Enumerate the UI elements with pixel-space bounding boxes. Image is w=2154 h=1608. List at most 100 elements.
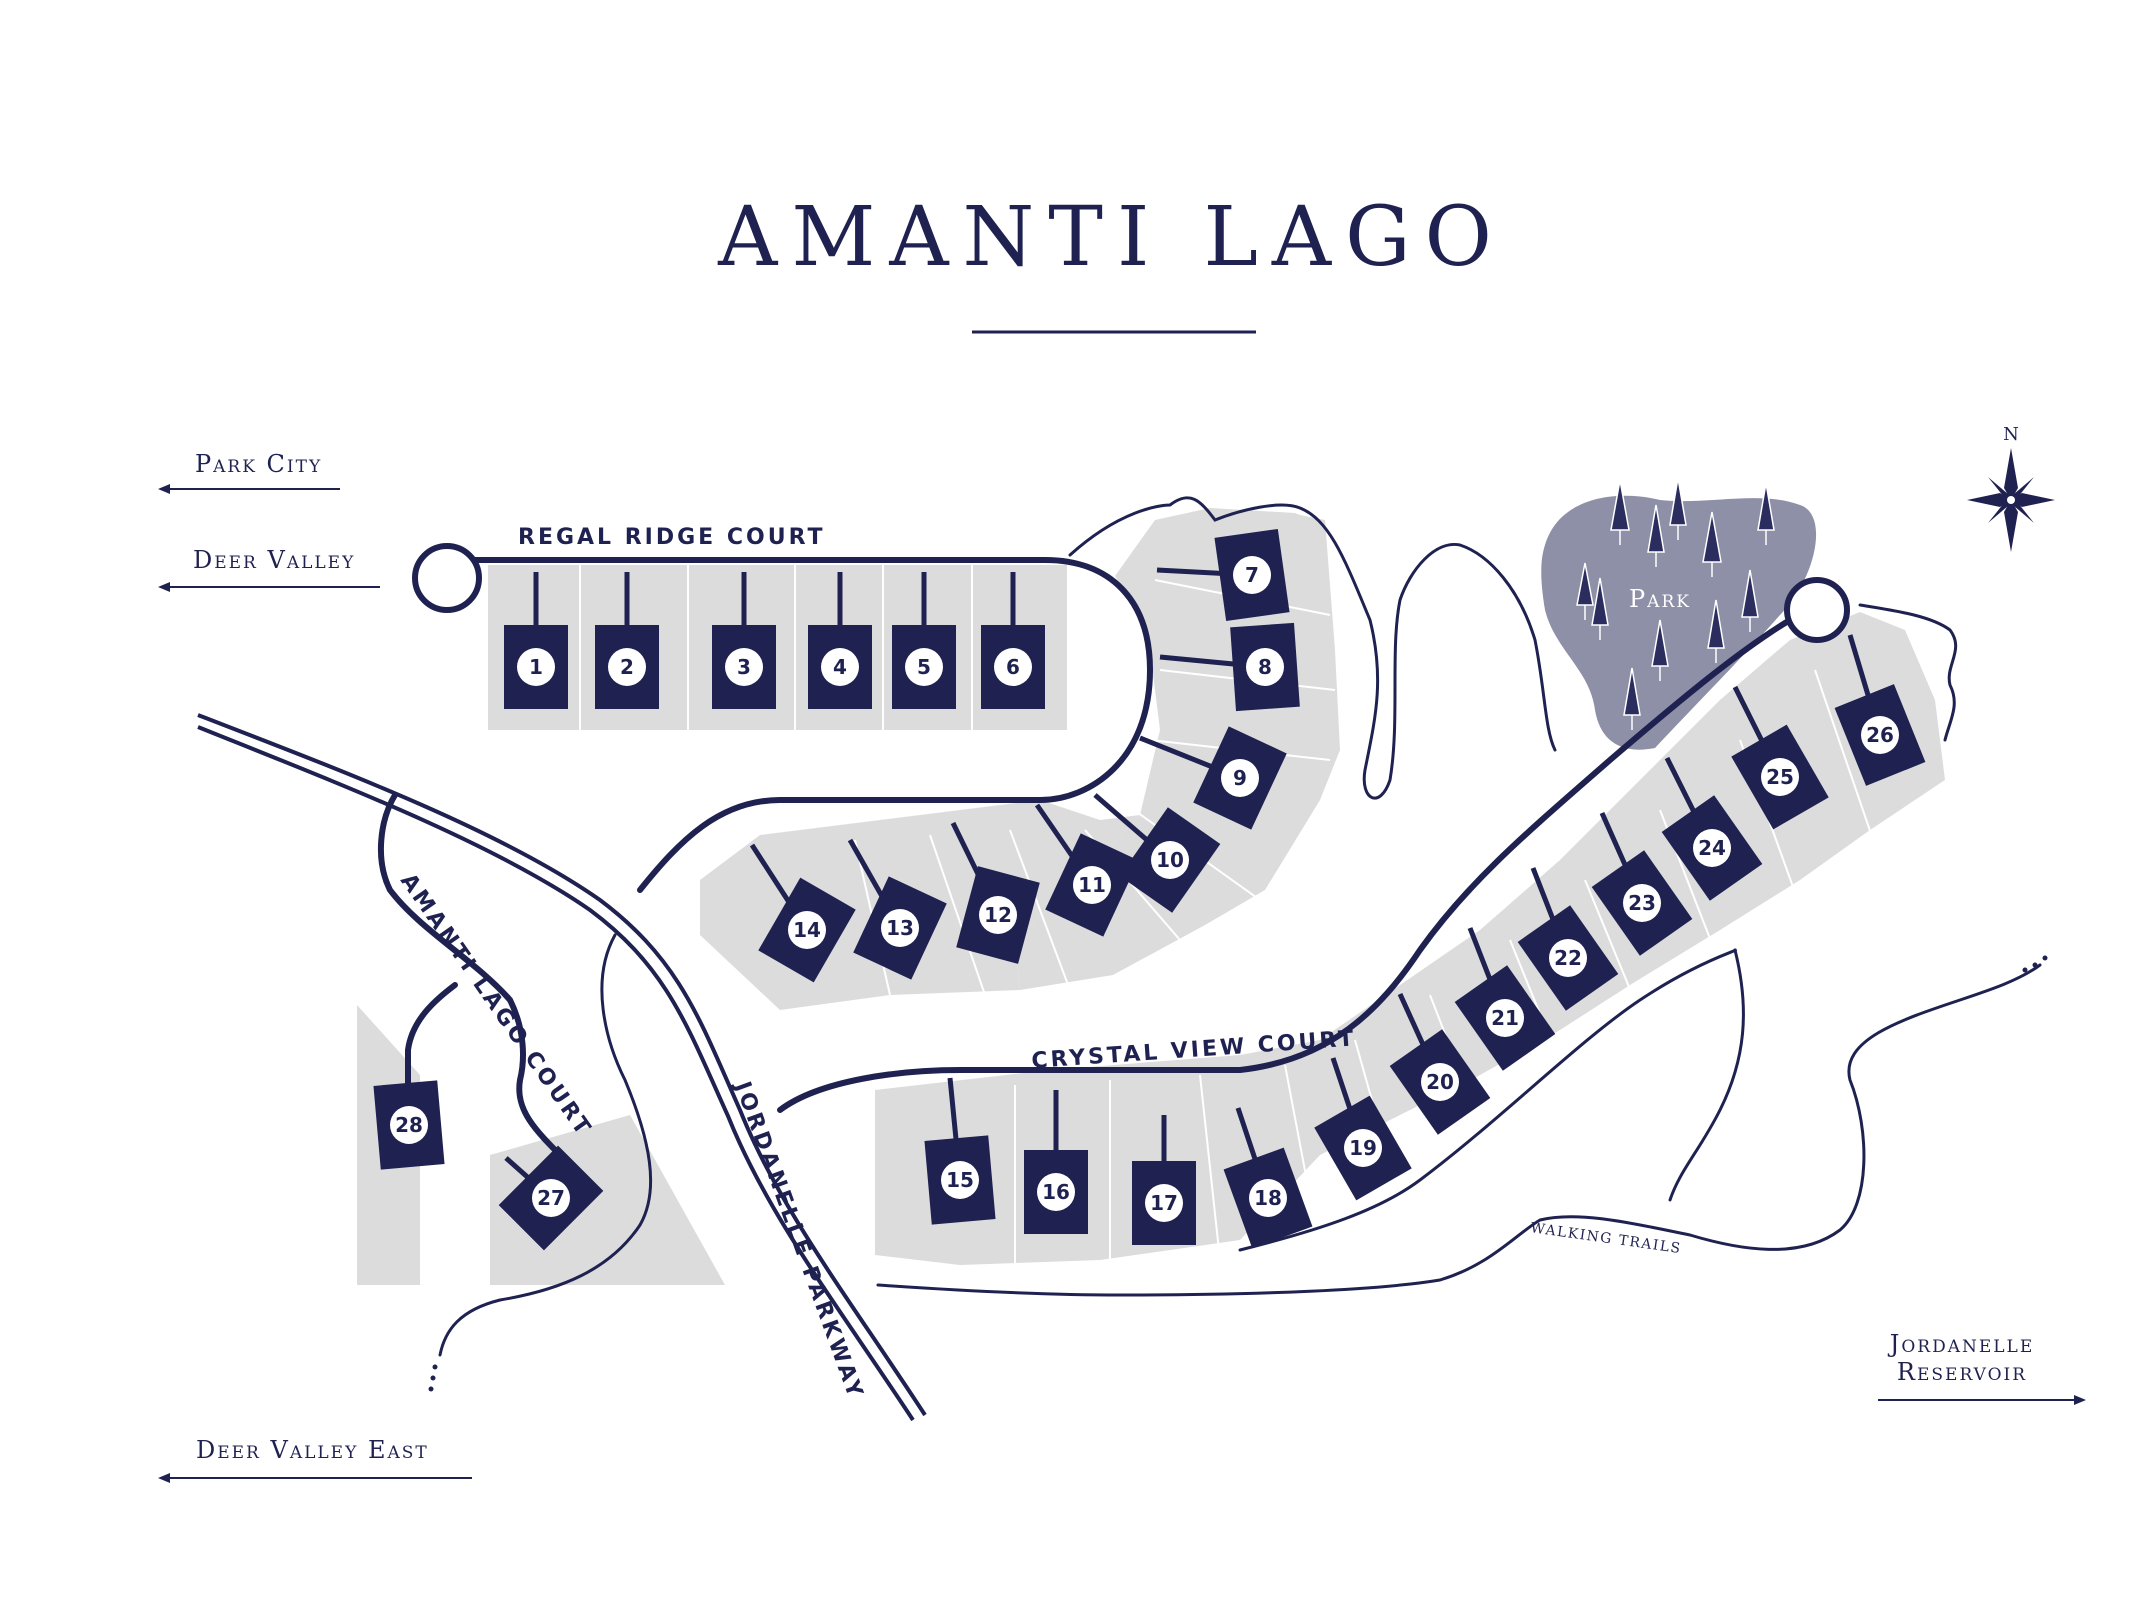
lot-number: 9 — [1233, 766, 1247, 790]
lot-8[interactable]: 8 — [1159, 622, 1300, 712]
destination-deer-valley-east: Deer Valley East — [158, 1436, 472, 1483]
lot-6[interactable]: 6 — [981, 572, 1045, 709]
regal-ridge-court-label: REGAL RIDGE COURT — [518, 525, 826, 550]
lot-20[interactable]: 20 — [1389, 992, 1491, 1135]
lot-number: 8 — [1258, 655, 1272, 679]
lot-1[interactable]: 1 — [504, 572, 568, 709]
lot-11[interactable]: 11 — [1034, 803, 1139, 937]
lot-number-badge — [390, 1106, 428, 1144]
lot-number: 22 — [1554, 946, 1582, 970]
jordanelle-parkway-label: JORDANELLE PARKWAY — [729, 1077, 868, 1404]
lot-21[interactable]: 21 — [1454, 927, 1556, 1071]
lot-13[interactable]: 13 — [847, 838, 947, 980]
lot-number: 20 — [1426, 1070, 1454, 1094]
lot-number: 21 — [1491, 1006, 1519, 1030]
lot-number: 16 — [1042, 1180, 1070, 1204]
lot-number: 12 — [984, 903, 1012, 927]
compass-rose-icon: N — [1967, 424, 2055, 552]
lot-number: 24 — [1698, 836, 1726, 860]
lot-10[interactable]: 10 — [1093, 793, 1221, 913]
lot-number-badge — [1221, 759, 1259, 797]
lot-19[interactable]: 19 — [1314, 1057, 1412, 1201]
crystal-view-cul-de-sac — [1784, 577, 1850, 643]
lot-22[interactable]: 22 — [1517, 867, 1619, 1011]
tree-icon — [1702, 511, 1722, 577]
jordanelle-label-line1: Jordanelle — [1887, 1330, 2035, 1358]
lot-15[interactable]: 15 — [924, 1077, 996, 1225]
tree-icon — [1757, 482, 1775, 545]
regal-ridge-parcels — [488, 565, 1067, 730]
lot-25[interactable]: 25 — [1731, 685, 1829, 830]
lot-26[interactable]: 26 — [1834, 634, 1926, 786]
lot-number: 26 — [1866, 723, 1894, 747]
lot-7[interactable]: 7 — [1156, 528, 1290, 622]
lot-number-badge — [821, 648, 859, 686]
lot-number-badge — [1073, 866, 1111, 904]
lot-4[interactable]: 4 — [808, 572, 872, 709]
lot-number-badge — [1151, 841, 1189, 879]
walking-trails-label: WALKING TRAILS — [1529, 1220, 1682, 1257]
lot-17[interactable]: 17 — [1132, 1115, 1196, 1245]
tree-icon — [1707, 599, 1725, 663]
lot-number: 23 — [1628, 891, 1656, 915]
lot-number-badge — [979, 896, 1017, 934]
arrow-right-icon — [2074, 1395, 2086, 1405]
lot-number: 11 — [1078, 873, 1106, 897]
lot-number: 1 — [529, 655, 543, 679]
lot-24[interactable]: 24 — [1661, 756, 1763, 901]
lot-5[interactable]: 5 — [892, 572, 956, 709]
lot-16[interactable]: 16 — [1024, 1090, 1088, 1234]
lot-number-badge — [725, 648, 763, 686]
lot-2[interactable]: 2 — [595, 572, 659, 709]
lot-number-badge — [532, 1179, 570, 1217]
lot-number-badge — [1861, 716, 1899, 754]
lot-number-badge — [1249, 1179, 1287, 1217]
lot-14[interactable]: 14 — [749, 843, 856, 983]
park-label: Park — [1629, 585, 1691, 613]
lot-28[interactable]: 28 — [373, 1080, 445, 1170]
lot-number-badge — [1246, 648, 1284, 686]
lot-number: 14 — [793, 918, 821, 942]
lot-9[interactable]: 9 — [1139, 726, 1287, 830]
trail-dots — [428, 955, 2048, 1392]
arrow-left-icon — [158, 582, 170, 592]
lot-number: 27 — [537, 1186, 565, 1210]
tree-icon — [1651, 619, 1669, 681]
lot-number: 7 — [1245, 563, 1259, 587]
lot-number-badge — [1037, 1173, 1075, 1211]
jordanelle-label-line2: Reservoir — [1897, 1358, 2027, 1386]
lot-3[interactable]: 3 — [712, 572, 776, 709]
amanti-lago-court-road — [378, 792, 568, 1163]
compass-north-label: N — [2003, 424, 2019, 445]
lot-number-badge — [1761, 758, 1799, 796]
walking-trails — [438, 496, 2042, 1357]
tree-icon — [1591, 577, 1609, 640]
lot-number-badge — [1344, 1129, 1382, 1167]
lot-18[interactable]: 18 — [1223, 1107, 1313, 1249]
destination-park-city: Park City — [158, 450, 340, 494]
lot-number: 25 — [1766, 765, 1794, 789]
park-trees — [1576, 477, 1775, 730]
arrow-left-icon — [158, 484, 170, 494]
lot-number-badge — [994, 648, 1032, 686]
lot-number-badge — [1145, 1184, 1183, 1222]
regal-ridge-cul-de-sac — [412, 543, 482, 613]
deer-valley-east-label: Deer Valley East — [196, 1436, 429, 1464]
lot-number-badge — [1549, 939, 1587, 977]
regal-ridge-court-road — [472, 557, 1153, 893]
lot-27[interactable]: 27 — [498, 1145, 604, 1251]
lot-number-badge — [1693, 829, 1731, 867]
lot-number-badge — [1623, 884, 1661, 922]
lot-23[interactable]: 23 — [1591, 811, 1693, 956]
lot-12[interactable]: 12 — [950, 821, 1040, 964]
map-title: AMANTI LAGO — [717, 190, 1506, 285]
jordanelle-parkway — [197, 713, 927, 1422]
lot-number: 18 — [1254, 1186, 1282, 1210]
tree-icon — [1741, 569, 1759, 632]
lot-number: 6 — [1006, 655, 1020, 679]
lot-number: 19 — [1349, 1136, 1377, 1160]
lot-number: 15 — [946, 1168, 974, 1192]
tree-icon — [1610, 479, 1630, 545]
